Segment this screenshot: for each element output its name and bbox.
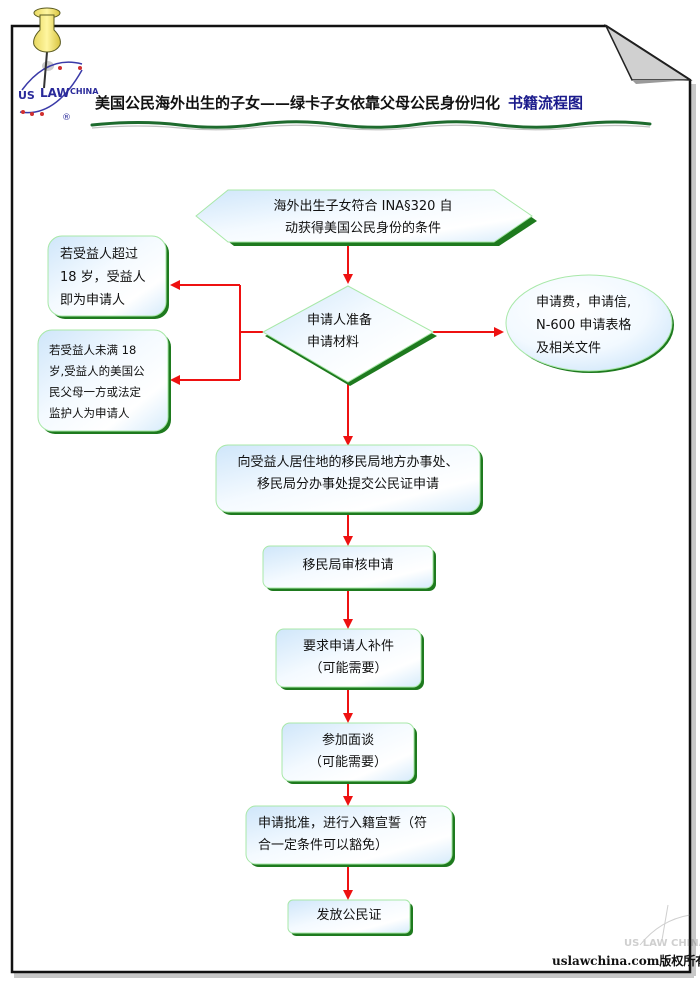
node-approval [245, 805, 455, 867]
node-start-text: 海外出生子女符合 INA§320 自 动获得美国公民身份的条件 [232, 196, 494, 240]
text-line: 若受益人未满 18 [49, 343, 137, 357]
page-title: 美国公民海外出生的子女——绿卡子女依靠父母公民身份归化书籍流程图 [95, 92, 583, 113]
text-line: 即为申请人 [60, 293, 126, 308]
title-accent: 书籍流程图 [508, 94, 584, 112]
title-divider [90, 120, 652, 131]
text-line: 申请费，申请信, [536, 295, 632, 310]
text-line: 移民局审核申请 [302, 558, 394, 573]
node-review-text: 移民局审核申请 [263, 555, 433, 577]
node-under18-text: 若受益人未满 18 岁,受益人的美国公 民父母一方或法定 监护人为申请人 [49, 340, 145, 424]
node-over18-text: 若受益人超过 18 岁，受益人 即为申请人 [60, 243, 146, 312]
text-line: 申请材料 [307, 335, 360, 350]
uslawchina-logo: US LAW CHINA ® [18, 61, 99, 123]
text-line: 若受益人超过 [60, 247, 139, 262]
text-line: N-600 申请表格 [536, 318, 632, 333]
text-line: （可能需要） [309, 661, 388, 676]
logo-registered: ® [62, 113, 71, 123]
logo-law: LAW [40, 86, 70, 100]
text-line: 动获得美国公民身份的条件 [284, 221, 441, 236]
node-materials [505, 274, 674, 373]
watermark-text: US LAW CHINA [624, 938, 700, 949]
connectors [170, 245, 504, 900]
logo-us: US [18, 89, 35, 102]
pushpin-icon [33, 7, 61, 89]
text-line: 及相关文件 [536, 341, 602, 356]
text-line: 发放公民证 [316, 908, 382, 923]
node-interview-text: 参加面谈 （可能需要） [282, 730, 414, 774]
text-line: 申请批准，进行入籍宣誓（符 [258, 816, 428, 831]
node-materials-text: 申请费，申请信, N-600 申请表格 及相关文件 [536, 291, 631, 360]
node-submit-text: 向受益人居住地的移民局地方办事处、 移民局分办事处提交公民证申请 [216, 452, 480, 496]
node-interview [281, 722, 417, 784]
text-line: 参加面谈 [321, 733, 374, 748]
text-line: 移民局分办事处提交公民证申请 [256, 477, 439, 492]
node-start [195, 189, 537, 246]
text-line: 合一定条件可以豁免） [258, 838, 389, 853]
title-main: 美国公民海外出生的子女——绿卡子女依靠父母公民身份归化 [95, 94, 501, 112]
text-line: 民父母一方或法定 [49, 385, 141, 399]
text-line: （可能需要） [308, 755, 387, 770]
text-line: 要求申请人补件 [302, 639, 394, 654]
text-line: 监护人为申请人 [49, 406, 130, 420]
node-approval-text: 申请批准，进行入籍宣誓（符 合一定条件可以豁免） [258, 813, 427, 857]
node-certificate [287, 899, 413, 936]
text-line: 海外出生子女符合 INA§320 自 [273, 199, 453, 214]
node-under18 [37, 329, 171, 434]
logo-china: CHINA [70, 87, 99, 96]
text-line: 向受益人居住地的移民局地方办事处、 [237, 455, 459, 470]
watermark-logo: US LAW CHINA [624, 904, 700, 949]
node-supplement-text: 要求申请人补件 （可能需要） [276, 636, 421, 680]
node-prepare [261, 285, 437, 386]
node-certificate-text: 发放公民证 [288, 905, 410, 927]
copyright-text: uslawchina.com版权所有 [552, 954, 700, 968]
node-over18 [47, 235, 169, 319]
text-line: 岁,受益人的美国公 [49, 364, 145, 378]
text-line: 申请人准备 [307, 313, 373, 328]
text-line: 18 岁，受益人 [60, 270, 146, 285]
node-supplement [275, 628, 424, 690]
node-review [262, 545, 436, 591]
node-prepare-text: 申请人准备 申请材料 [307, 310, 372, 354]
node-submit [215, 444, 483, 515]
